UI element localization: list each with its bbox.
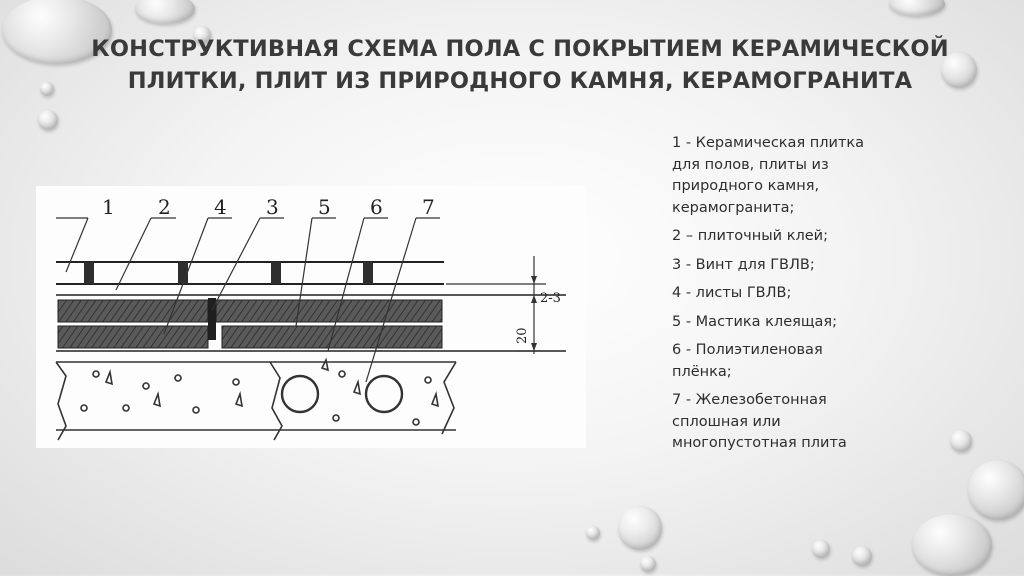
callout-5: 5 bbox=[318, 195, 331, 219]
slide-title: КОНСТРУКТИВНАЯ СХЕМА ПОЛА С ПОКРЫТИЕМ КЕ… bbox=[70, 33, 970, 97]
callout-1: 1 bbox=[102, 195, 115, 219]
legend-item: 4 - листы ГВЛВ; bbox=[672, 285, 792, 301]
water-drop-decoration bbox=[2, 0, 112, 64]
floor-section-drawing: 1 2 4 3 5 6 7 2-3 20 bbox=[55, 195, 566, 441]
water-drop-decoration bbox=[586, 526, 600, 540]
callout-2: 2 bbox=[158, 195, 171, 219]
legend-item: 6 - Полиэтиленовая плёнка; bbox=[672, 342, 823, 380]
water-drop-decoration bbox=[968, 460, 1024, 520]
callout-7: 7 bbox=[422, 195, 435, 219]
water-drop-decoration bbox=[812, 540, 830, 558]
water-drop-decoration bbox=[193, 26, 211, 44]
legend-item: 3 - Винт для ГВЛВ; bbox=[672, 256, 815, 273]
dimension-2-3-label: 2-3 bbox=[540, 291, 561, 306]
slide-title-line-2: ПЛИТКИ, ПЛИТ ИЗ ПРИРОДНОГО КАМНЯ, КЕРАМО… bbox=[127, 68, 913, 94]
dimension-20-label: 20 bbox=[515, 327, 530, 344]
callout-leaders bbox=[56, 217, 440, 383]
water-drop-decoration bbox=[40, 82, 54, 96]
water-drop-decoration bbox=[852, 546, 872, 566]
water-drop-decoration bbox=[135, 0, 195, 24]
legend-list: 1 - Керамическая плитка для полов, плиты… bbox=[672, 133, 872, 455]
callout-6: 6 bbox=[370, 195, 383, 219]
ceramic-tile-layer bbox=[56, 261, 444, 285]
legend-item: 7 - Железобетонная сплошная или многопус… bbox=[672, 392, 847, 451]
callout-3: 3 bbox=[266, 195, 279, 219]
gvlv-screw bbox=[208, 298, 216, 340]
floor-construction-diagram: 1 2 4 3 5 6 7 2-3 20 bbox=[36, 186, 586, 448]
water-drop-decoration bbox=[640, 556, 656, 572]
dimension-markers bbox=[446, 256, 546, 354]
concrete-slab bbox=[55, 357, 457, 441]
legend-item: 2 – плиточный клей; bbox=[672, 228, 828, 244]
legend-item: 5 - Мастика клеящая; bbox=[672, 313, 837, 330]
water-drop-decoration bbox=[889, 0, 945, 16]
callout-4: 4 bbox=[214, 195, 227, 219]
legend-item: 1 - Керамическая плитка для полов, плиты… bbox=[672, 135, 865, 216]
water-drop-decoration bbox=[38, 110, 58, 130]
water-drop-decoration bbox=[912, 514, 992, 576]
slide-title-line-1: КОНСТРУКТИВНАЯ СХЕМА ПОЛА С ПОКРЫТИЕМ КЕ… bbox=[91, 36, 949, 62]
water-drop-decoration bbox=[618, 506, 662, 550]
water-drop-decoration bbox=[941, 52, 977, 88]
water-drop-decoration bbox=[950, 430, 972, 452]
